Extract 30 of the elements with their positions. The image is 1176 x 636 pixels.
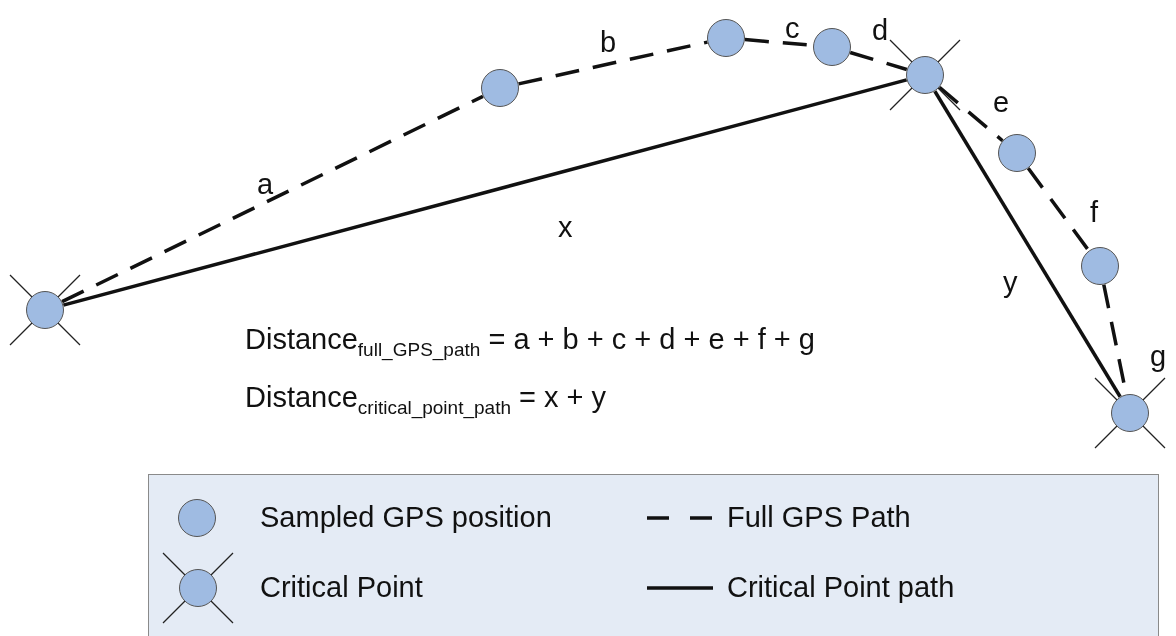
dashed-path-line <box>61 94 484 304</box>
gps-position-marker <box>481 69 519 107</box>
edge-label: g <box>1150 342 1167 371</box>
dashed-path-line <box>518 40 708 86</box>
edge-label: e <box>993 88 1010 117</box>
edge-label: x <box>558 213 573 242</box>
distance-formula: Distance$_{critical_point_path}$ = x + y <box>245 383 607 417</box>
gps-position-marker <box>707 19 745 57</box>
gps-position-marker <box>813 28 851 66</box>
critical-point-marker <box>10 275 80 345</box>
gps-position-marker <box>1081 247 1119 285</box>
legend-label: Full GPS Path <box>727 503 911 532</box>
legend-label: Sampled GPS position <box>260 503 552 532</box>
solid-path-line <box>62 78 908 307</box>
edge-label: c <box>785 14 800 43</box>
critical-point-marker <box>1095 378 1165 448</box>
legend-label: Critical Point <box>260 573 423 602</box>
edge-label: b <box>600 28 617 57</box>
solid-path-line <box>933 90 1122 398</box>
edge-label: f <box>1090 198 1099 227</box>
dashed-path-line <box>1026 167 1091 252</box>
gps-position-marker <box>998 134 1036 172</box>
edge-label: y <box>1003 268 1018 297</box>
critical-point-marker <box>890 40 960 110</box>
dashed-path-line <box>849 50 908 72</box>
distance-formula: Distance$_{full_GPS_path}$ = a + b + c + d + e + f + g <box>245 325 815 359</box>
edge-label: d <box>872 16 889 45</box>
legend-label: Critical Point path <box>727 573 955 602</box>
edge-label: a <box>257 170 274 199</box>
dashed-path-line <box>938 85 1004 143</box>
